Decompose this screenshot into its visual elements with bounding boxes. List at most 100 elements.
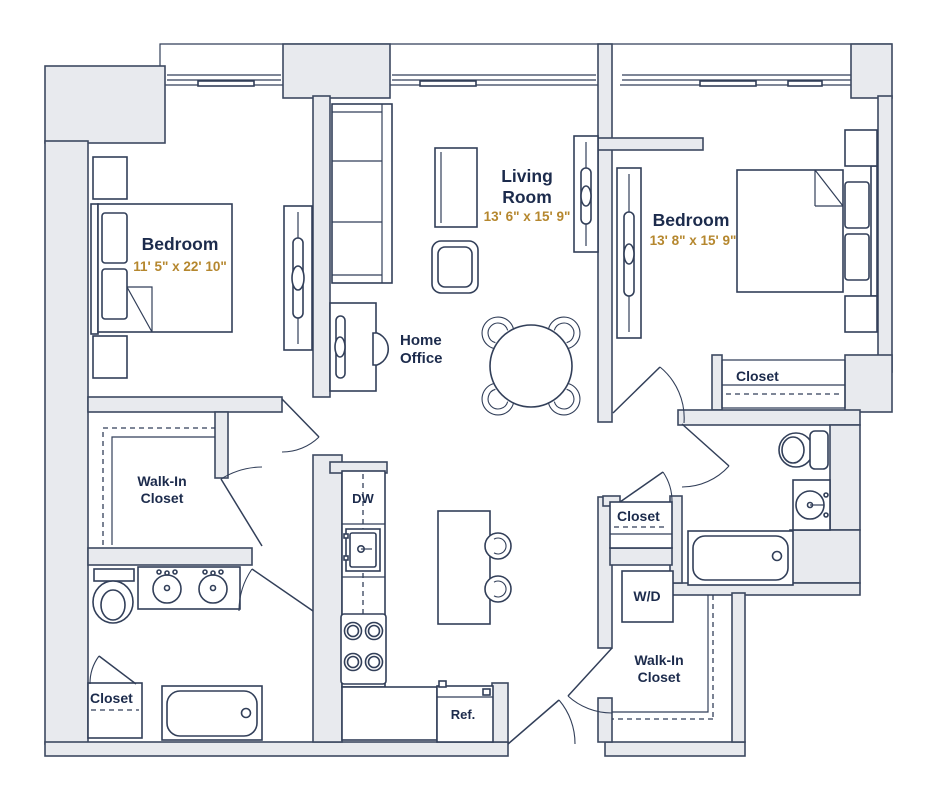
closet-bathroom: Closet	[87, 655, 143, 739]
wic-left-label-2: Closet	[141, 490, 184, 506]
exterior-top-wall-line	[159, 43, 892, 66]
wall-bottom-left	[44, 741, 509, 757]
bathroom-left-door-arc	[238, 568, 253, 612]
bedroom-left-label: Bedroom	[142, 234, 219, 254]
bedroom-right-door	[612, 366, 661, 414]
closet-hall-label: Closet	[617, 508, 660, 524]
bathroom-left-door	[251, 568, 314, 612]
bedroom-right-dims: 13' 8" x 15' 9"	[650, 233, 737, 248]
toilet-right	[778, 430, 829, 470]
bed-headboard	[870, 165, 878, 297]
sliding-panel-bedroom-right	[616, 167, 642, 339]
wic-right-label-2: Closet	[638, 669, 681, 685]
window-mullion	[197, 80, 255, 87]
dishwasher-label: DW	[352, 491, 374, 506]
closet-shelf-line	[612, 595, 709, 713]
sliding-panel-living	[573, 135, 599, 253]
entry	[507, 699, 576, 745]
wic-left-label-1: Walk-In	[137, 473, 186, 489]
window-mullion	[787, 80, 823, 87]
bed-headboard	[90, 203, 99, 335]
closet-bedroom-right: Closet	[721, 359, 846, 409]
wall-wic1-right	[214, 411, 229, 479]
wic-right-door-arc	[567, 695, 613, 714]
wall-bathroom2-corner	[789, 529, 861, 584]
bathroom-right-door-arc	[681, 465, 730, 488]
wall-bedroom1-bottom	[87, 396, 283, 413]
bed-blanket-fold	[814, 169, 844, 207]
bedroom-left-door-arc	[281, 436, 320, 453]
sofa	[331, 103, 393, 284]
home-office-desk	[329, 302, 389, 392]
wall-closet2-right-jamb	[844, 354, 893, 413]
wall-closet-hall-bottom	[609, 547, 673, 566]
wall-block-top-left	[44, 65, 166, 144]
closet-bedroom-right-label: Closet	[736, 368, 779, 384]
home-office-label-2: Office	[400, 350, 443, 367]
closet-bathroom-door-arc	[89, 655, 100, 685]
wardrobe-sliding-door-left	[283, 205, 313, 351]
sink-right	[792, 479, 831, 531]
nightstand	[844, 129, 878, 167]
stove	[340, 613, 387, 685]
walk-in-closet-left: Walk-In Closet	[102, 427, 263, 547]
bedroom-right-label: Bedroom	[653, 210, 730, 230]
closet-hall: Closet	[609, 471, 673, 549]
wall-block-top-right	[850, 43, 893, 99]
bedroom-left-door	[281, 398, 320, 438]
living-room-label-1: Living	[501, 166, 553, 186]
closet-rod-dashed	[612, 595, 714, 720]
wall-hall-spine-upper	[597, 43, 613, 423]
stool	[484, 575, 512, 603]
washer-dryer-label: W/D	[633, 588, 660, 604]
bed-pillow	[844, 233, 870, 281]
wall-entry-jamb	[491, 682, 509, 743]
kitchen-sink	[343, 528, 381, 572]
wall-bathroom2-right	[829, 424, 861, 531]
fridge-handle	[482, 688, 491, 696]
bathtub-right	[687, 530, 794, 586]
refrigerator-label: Ref.	[451, 707, 476, 722]
nightstand	[92, 156, 128, 200]
closet-rod-dashed	[102, 427, 215, 545]
wic-left-door	[220, 478, 263, 547]
entry-door-arc	[558, 699, 576, 745]
nightstand	[92, 335, 128, 379]
kitchen: DW Ref.	[340, 470, 512, 743]
kitchen-lower-cabinets	[341, 686, 438, 741]
bed-pillow	[101, 212, 128, 264]
wall-bathroom1-top	[87, 547, 253, 566]
wall-kitchen-back	[312, 454, 343, 743]
toilet-left	[92, 568, 135, 624]
washer-dryer: W/D	[621, 570, 674, 623]
wall-bedroom1-living	[312, 95, 331, 398]
dining-table	[481, 316, 581, 416]
refrigerator: Ref.	[436, 680, 494, 743]
double-vanity	[137, 566, 241, 610]
bed-pillow	[101, 268, 128, 320]
closet-hall-door	[619, 471, 664, 503]
bed-blanket-fold	[126, 286, 153, 333]
wall-soffit	[597, 137, 704, 151]
wall-left	[44, 140, 89, 745]
living-room: Living Room 13' 6" x 15' 9" Home Office	[329, 103, 599, 416]
fridge-handle	[438, 680, 447, 688]
wic-left-door-arc	[220, 466, 263, 480]
wall-bottom-right	[604, 741, 746, 757]
closet-bathroom-label: Closet	[90, 690, 133, 706]
nightstand	[844, 295, 878, 333]
window-glazing	[167, 74, 851, 87]
tv-console	[434, 147, 478, 228]
bathroom-left: Closet	[87, 566, 314, 741]
closet-hall-door-arc	[662, 471, 673, 503]
wall-block-top-center	[282, 43, 391, 99]
wall-right	[877, 95, 893, 373]
bed-pillow	[844, 181, 870, 229]
wall-closet2-left-jamb	[711, 354, 723, 411]
bed-mattress	[736, 169, 844, 293]
closet-shelf-line	[111, 436, 215, 545]
bedroom-right-door-arc	[659, 366, 685, 424]
walk-in-closet-right: Walk-In Closet	[567, 595, 714, 720]
